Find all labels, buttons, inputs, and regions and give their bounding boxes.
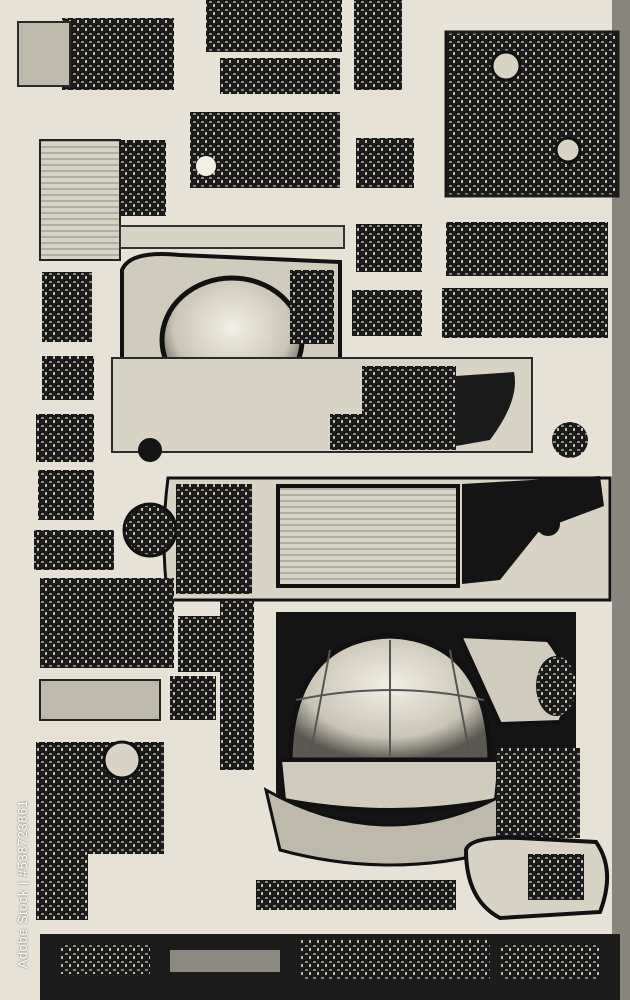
bottom-bar-detail-2 — [170, 950, 280, 972]
middle-band-arm — [456, 372, 515, 446]
lower-left-block-4 — [170, 676, 216, 720]
mid-right-panel-a — [356, 224, 422, 272]
left-column-panel — [39, 139, 121, 261]
lower-left-gear — [102, 740, 142, 780]
mid-right-panel-c — [442, 288, 608, 338]
left-stack-2 — [42, 356, 94, 400]
lower-left-block-6 — [36, 820, 88, 920]
dome-side-ring — [536, 656, 576, 716]
mid-right-panel-b — [446, 222, 608, 276]
bottom-bar-detail-4 — [500, 944, 600, 980]
top-center-panel-2 — [220, 58, 340, 94]
left-stack-3 — [36, 414, 94, 462]
lower-left-block-3 — [39, 679, 161, 721]
left-column-dark — [120, 140, 166, 216]
upper-pod-panel — [290, 270, 334, 344]
hangar-right-arm — [462, 476, 604, 584]
lower-right-machinery — [496, 748, 580, 838]
dome-line-1 — [309, 649, 331, 757]
dome-ring — [277, 758, 503, 812]
top-right-strip — [354, 0, 402, 90]
right-sensor-small — [138, 438, 162, 462]
console-row-panel — [190, 112, 340, 188]
console-small-panel — [356, 138, 414, 188]
dome-band — [295, 689, 485, 701]
left-stack-5 — [34, 530, 114, 570]
hangar-side-machinery — [176, 484, 252, 594]
mid-right-panel-d — [352, 290, 422, 336]
console-dial — [196, 156, 216, 176]
top-left-wedge — [17, 21, 71, 87]
right-sensor — [552, 422, 588, 458]
upper-corridor — [119, 225, 345, 249]
lower-right-pod-detail — [528, 854, 584, 900]
bottom-bar-detail-3 — [300, 940, 490, 980]
hangar-wheel-left — [122, 502, 178, 558]
bottom-bar-detail-1 — [60, 944, 150, 974]
hangar-bay — [276, 484, 460, 588]
top-center-panel — [206, 0, 342, 52]
top-right-gauge-2 — [554, 136, 582, 164]
lower-left-column — [220, 600, 254, 770]
top-right-large-panel — [444, 30, 620, 198]
right-dark-edge — [612, 0, 630, 1000]
left-stack-4 — [38, 470, 94, 520]
top-left-panel — [62, 18, 174, 90]
lower-band — [256, 880, 456, 910]
middle-band-box — [330, 414, 362, 450]
top-right-gauge — [490, 50, 522, 82]
dome-line-3 — [449, 649, 471, 757]
hangar-right-sphere — [536, 512, 560, 536]
left-stack-1 — [42, 272, 92, 342]
middle-band-machinery — [362, 366, 456, 450]
lower-left-block-1 — [40, 578, 174, 668]
stock-watermark: Adobe Stock | #538723861 — [15, 799, 30, 969]
